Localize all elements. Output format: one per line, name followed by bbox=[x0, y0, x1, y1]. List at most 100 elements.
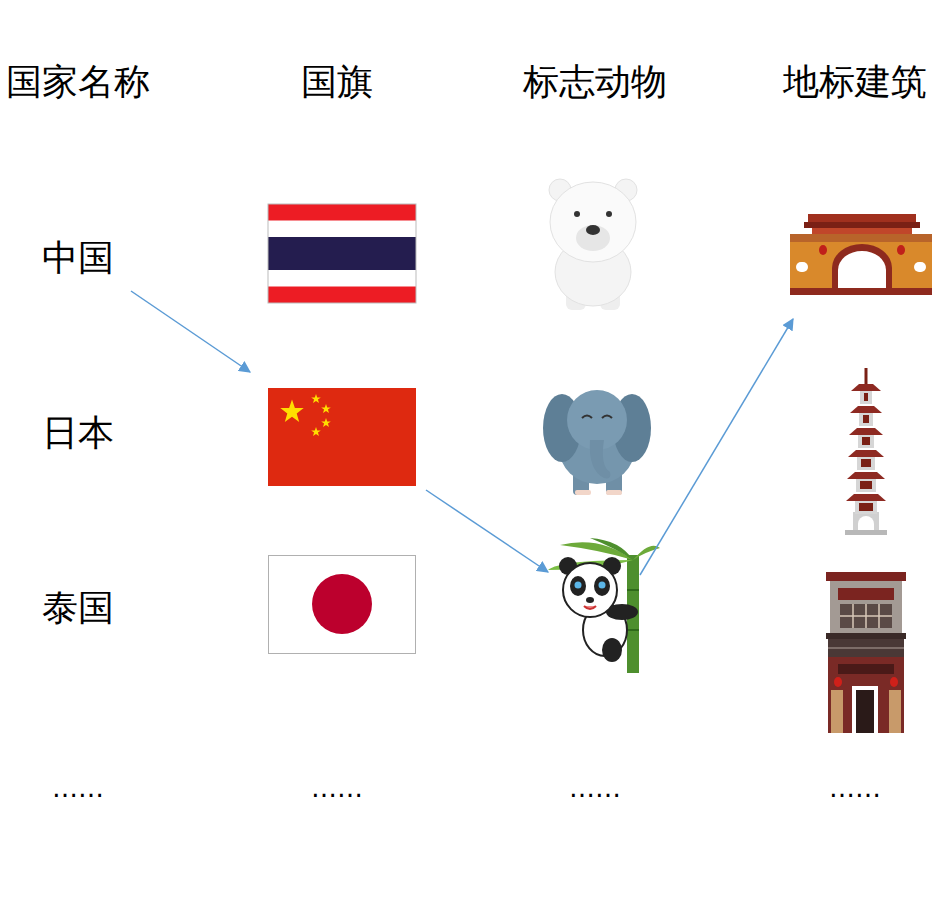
thailand-flag bbox=[268, 204, 416, 303]
panda-part bbox=[627, 589, 639, 591]
gate-landmark-part bbox=[804, 222, 920, 228]
panda-part bbox=[586, 597, 594, 603]
tower-building-landmark bbox=[826, 572, 906, 733]
tower-building-landmark-part bbox=[831, 690, 843, 733]
gate-landmark-part bbox=[790, 288, 932, 295]
pagoda-landmark-part bbox=[845, 530, 887, 535]
gate-landmark-part bbox=[796, 262, 808, 272]
ellipsis: …… bbox=[311, 774, 363, 803]
pagoda-landmark-part bbox=[861, 459, 871, 467]
panda-part bbox=[594, 576, 610, 596]
china-flag-part bbox=[311, 394, 321, 403]
pagoda-landmark-part bbox=[865, 368, 868, 386]
ellipsis: …… bbox=[829, 774, 881, 803]
gate-landmark-part bbox=[914, 262, 926, 272]
pagoda-landmark-part bbox=[850, 406, 882, 413]
pagoda-landmark-part bbox=[857, 456, 875, 470]
tower-building-landmark-part bbox=[840, 615, 892, 617]
mapping-arrows-part bbox=[131, 291, 250, 372]
column-header: 国旗 bbox=[301, 62, 373, 102]
thailand-flag-part bbox=[268, 221, 416, 287]
elephant-part bbox=[590, 440, 611, 478]
panda-part bbox=[599, 582, 606, 589]
tower-building-landmark-part bbox=[834, 677, 842, 687]
pagoda-landmark-part bbox=[859, 412, 873, 426]
ellipsis: …… bbox=[569, 774, 621, 803]
thailand-flag-part bbox=[268, 204, 416, 303]
china-flag-part bbox=[321, 404, 331, 413]
tower-building-landmark-part bbox=[828, 657, 904, 733]
gate-landmark-part bbox=[897, 245, 905, 255]
panda bbox=[548, 538, 660, 673]
pagoda-landmark-part bbox=[862, 437, 870, 445]
china-flag-part bbox=[268, 388, 416, 486]
pagoda-landmark-part bbox=[846, 494, 886, 501]
column-header: 标志动物 bbox=[523, 62, 667, 102]
gate-landmark-part bbox=[790, 234, 932, 295]
panda-part bbox=[590, 538, 633, 560]
tower-building-landmark-part bbox=[852, 686, 878, 733]
gate-landmark-part bbox=[790, 234, 932, 242]
china-flag-part bbox=[280, 400, 303, 422]
pagoda-landmark bbox=[845, 368, 887, 535]
pagoda-landmark-part bbox=[851, 384, 881, 391]
elephant-part bbox=[606, 490, 622, 495]
panda-part bbox=[563, 563, 617, 617]
japan-flag-part bbox=[269, 556, 416, 654]
mapping-arrows bbox=[131, 291, 793, 575]
tower-building-landmark-part bbox=[828, 648, 904, 649]
tower-building-landmark-part bbox=[838, 588, 894, 600]
china-flag-part bbox=[311, 427, 321, 436]
ellipsis: …… bbox=[52, 774, 104, 803]
polar-bear-part bbox=[576, 225, 610, 251]
tower-building-landmark-part bbox=[826, 572, 906, 581]
polar-bear-part bbox=[606, 211, 612, 217]
column-header: 地标建筑 bbox=[783, 62, 927, 102]
pagoda-landmark-part bbox=[860, 390, 872, 404]
panda-part bbox=[627, 629, 639, 631]
china-flag bbox=[268, 388, 416, 486]
panda-part bbox=[570, 576, 586, 596]
pagoda-landmark-part bbox=[864, 393, 868, 401]
pagoda-landmark-part bbox=[849, 428, 883, 435]
tower-building-landmark-part bbox=[889, 690, 901, 733]
japan-flag bbox=[269, 556, 416, 654]
mapping-arrows-part bbox=[640, 319, 793, 575]
mapping-arrows-part bbox=[426, 490, 548, 572]
thailand-flag-part bbox=[268, 237, 416, 270]
country-name: 泰国 bbox=[42, 588, 114, 628]
tower-building-landmark-part bbox=[856, 690, 874, 733]
country-name: 中国 bbox=[42, 238, 114, 278]
panda-part bbox=[602, 638, 622, 662]
column-header: 国家名称 bbox=[6, 62, 150, 102]
tower-building-landmark-part bbox=[890, 677, 898, 687]
polar-bear-part bbox=[550, 182, 636, 262]
pagoda-landmark-part bbox=[860, 481, 872, 489]
tower-building-landmark-part bbox=[828, 639, 904, 657]
pagoda-landmark-part bbox=[856, 478, 876, 492]
thailand-flag-part bbox=[268, 204, 416, 303]
polar-bear-part bbox=[574, 211, 580, 217]
tower-building-landmark-part bbox=[830, 581, 902, 633]
panda-part bbox=[575, 582, 582, 589]
pagoda-landmark-part bbox=[848, 450, 884, 457]
pagoda-landmark-part bbox=[855, 500, 877, 514]
polar-bear bbox=[549, 179, 637, 310]
tower-building-landmark-part bbox=[826, 633, 906, 639]
china-flag-part bbox=[321, 418, 331, 427]
gate-landmark-part bbox=[812, 228, 912, 234]
pagoda-landmark-part bbox=[858, 434, 874, 448]
pagoda-landmark-part bbox=[847, 472, 885, 479]
japan-flag-part bbox=[312, 574, 372, 634]
pagoda-landmark-part bbox=[859, 503, 873, 511]
polar-bear-part bbox=[586, 225, 600, 235]
gate-landmark bbox=[790, 214, 932, 295]
tower-building-landmark-part bbox=[840, 604, 892, 628]
elephant-part bbox=[582, 416, 592, 419]
tower-building-landmark-part bbox=[838, 664, 894, 674]
elephant bbox=[543, 390, 651, 495]
elephant-part bbox=[575, 490, 591, 495]
gate-landmark-part bbox=[808, 214, 916, 222]
